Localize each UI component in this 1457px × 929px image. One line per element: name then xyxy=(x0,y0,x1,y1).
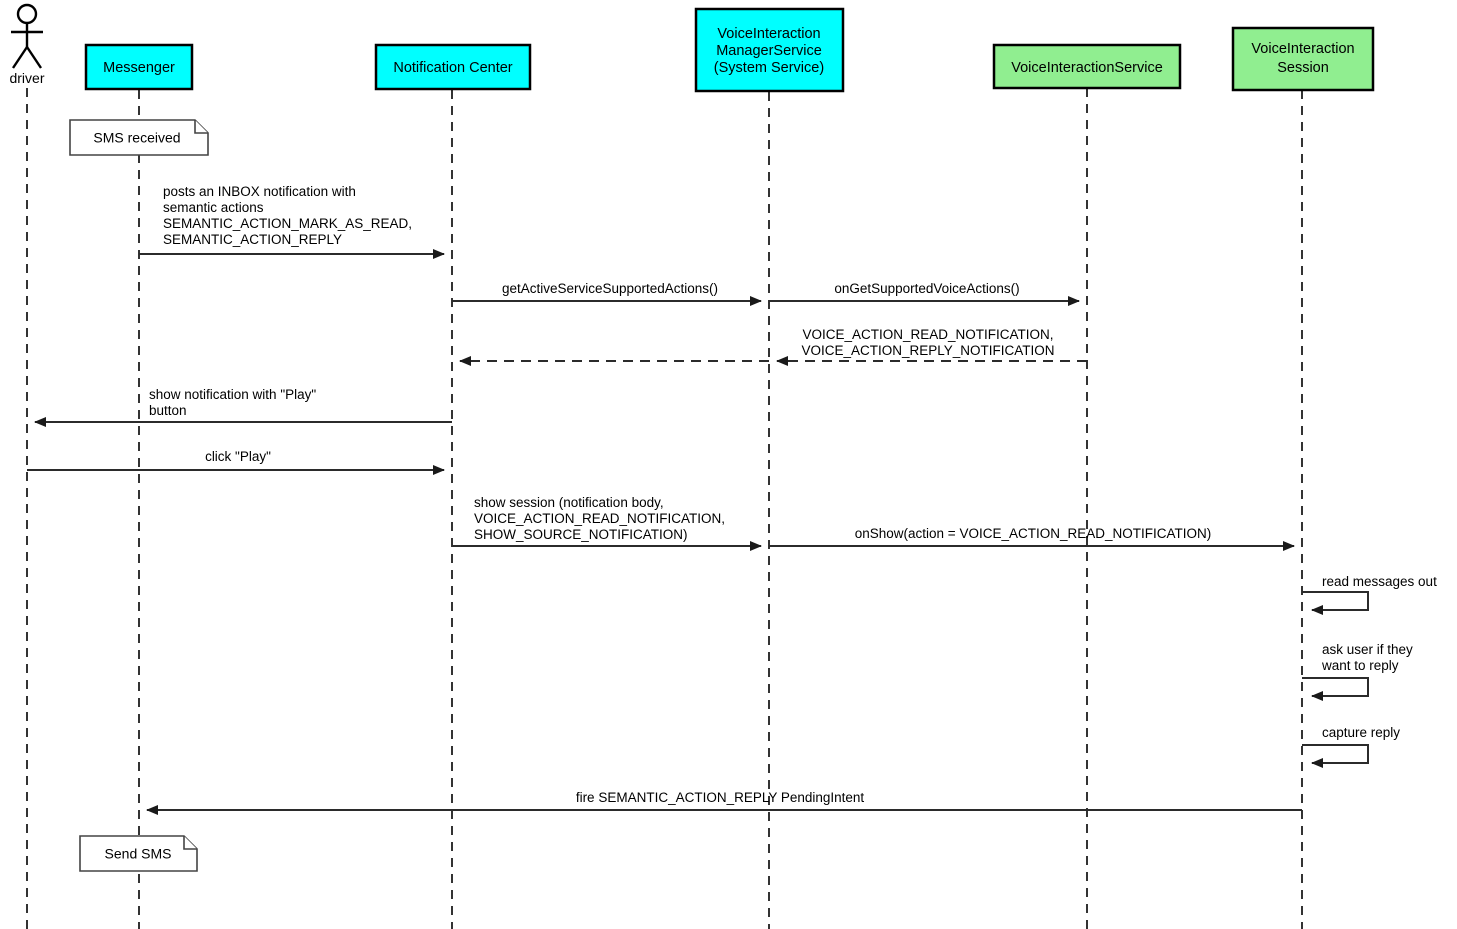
message-post-inbox-line2: semantic actions xyxy=(163,200,264,215)
message-on-get-supported-voice-actions: onGetSupportedVoiceActions() xyxy=(769,281,1080,306)
message-on-show: onShow(action = VOICE_ACTION_READ_NOTIFI… xyxy=(769,526,1295,551)
note-sms-received: SMS received xyxy=(69,119,209,156)
participant-vis-label-line2: Session xyxy=(1277,60,1329,76)
self-message-ask-user-reply: ask user if they want to reply xyxy=(1302,642,1413,701)
participant-voiceinteractionservice[interactable]: VoiceInteractionService xyxy=(992,43,1182,90)
message-show-session-line3: SHOW_SOURCE_NOTIFICATION) xyxy=(474,527,688,542)
note-send-sms-text: Send SMS xyxy=(105,846,172,862)
message-show-notification-line2: button xyxy=(149,403,187,418)
participant-voiceinteractionservice-box[interactable] xyxy=(992,43,1182,90)
self-message-capture-reply-arrow xyxy=(1302,744,1369,768)
message-return-supported-voice-actions-line2: VOICE_ACTION_REPLY_NOTIFICATION xyxy=(801,343,1054,358)
participant-voiceinteractionsession[interactable]: VoiceInteraction Session xyxy=(1231,26,1375,92)
participant-notification-center-label: Notification Center xyxy=(393,60,512,76)
message-show-session-line2: VOICE_ACTION_READ_NOTIFICATION, xyxy=(474,511,725,526)
participant-vis-label-line1: VoiceInteraction xyxy=(1251,41,1354,57)
note-fold-icon xyxy=(183,836,197,850)
message-click-play: click "Play" xyxy=(27,449,445,475)
self-message-read-messages-out: read messages out xyxy=(1302,574,1437,615)
self-message-ask-user-reply-line2: want to reply xyxy=(1321,658,1399,673)
participant-voiceinteractionmanagerservice[interactable]: VoiceInteraction ManagerService (System … xyxy=(694,7,845,93)
message-show-session-line1: show session (notification body, xyxy=(474,495,664,510)
actor-head-icon xyxy=(16,3,38,25)
message-return-supported-voice-actions-line1: VOICE_ACTION_READ_NOTIFICATION, xyxy=(802,327,1053,342)
message-post-inbox-notification: posts an INBOX notification with semanti… xyxy=(139,184,445,259)
participant-messenger[interactable]: Messenger xyxy=(84,43,194,91)
message-get-active-service-supported-actions-label: getActiveServiceSupportedActions() xyxy=(502,281,718,296)
self-message-capture-reply-label: capture reply xyxy=(1322,725,1400,740)
message-fire-semantic-action-reply-label: fire SEMANTIC_ACTION_REPLY PendingIntent xyxy=(576,790,865,805)
message-post-inbox-line3: SEMANTIC_ACTION_MARK_AS_READ, xyxy=(163,216,412,231)
participant-vims-label-line2: ManagerService xyxy=(716,43,822,59)
message-show-session: show session (notification body, VOICE_A… xyxy=(452,495,762,551)
self-message-ask-user-reply-line1: ask user if they xyxy=(1322,642,1413,657)
participant-voiceinteractionsession-box[interactable] xyxy=(1231,26,1375,92)
note-send-sms: Send SMS xyxy=(79,835,198,872)
self-message-read-messages-out-label: read messages out xyxy=(1322,574,1437,589)
message-click-play-label: click "Play" xyxy=(205,449,271,464)
participant-vims-label-line3: (System Service) xyxy=(714,60,824,76)
participant-messenger-box[interactable] xyxy=(84,43,194,91)
actor-driver[interactable]: driver xyxy=(9,3,45,86)
participant-voiceinteractionservice-label: VoiceInteractionService xyxy=(1011,60,1163,76)
participant-vims-label-line1: VoiceInteraction xyxy=(717,26,820,42)
participant-messenger-label: Messenger xyxy=(103,60,175,76)
participant-notification-center-box[interactable] xyxy=(374,43,532,91)
note-send-sms-shape xyxy=(79,835,198,872)
actor-right-leg-icon xyxy=(26,46,42,69)
note-sms-received-text: SMS received xyxy=(93,130,180,146)
note-fold-icon xyxy=(194,120,208,134)
message-show-notification-with-play: show notification with "Play" button xyxy=(34,387,452,427)
message-on-show-label: onShow(action = VOICE_ACTION_READ_NOTIFI… xyxy=(855,526,1211,541)
participant-voiceinteractionmanagerservice-box[interactable] xyxy=(694,7,845,93)
note-sms-received-shape xyxy=(69,119,209,156)
message-post-inbox-line1: posts an INBOX notification with xyxy=(163,184,356,199)
message-on-get-supported-voice-actions-label: onGetSupportedVoiceActions() xyxy=(834,281,1019,296)
message-fire-semantic-action-reply: fire SEMANTIC_ACTION_REPLY PendingIntent xyxy=(146,790,1302,815)
self-message-read-messages-out-arrow xyxy=(1302,591,1369,615)
message-post-inbox-line4: SEMANTIC_ACTION_REPLY xyxy=(163,232,342,247)
actor-left-leg-icon xyxy=(12,46,28,69)
self-message-ask-user-reply-arrow xyxy=(1302,677,1369,701)
lifelines xyxy=(26,88,1303,929)
self-message-capture-reply: capture reply xyxy=(1302,725,1400,768)
actor-label: driver xyxy=(9,70,44,86)
message-show-notification-line1: show notification with "Play" xyxy=(149,387,316,402)
message-return-supported-voice-actions: VOICE_ACTION_READ_NOTIFICATION, VOICE_AC… xyxy=(776,327,1087,366)
message-get-active-service-supported-actions: getActiveServiceSupportedActions() xyxy=(452,281,762,306)
participant-notification-center[interactable]: Notification Center xyxy=(374,43,532,91)
